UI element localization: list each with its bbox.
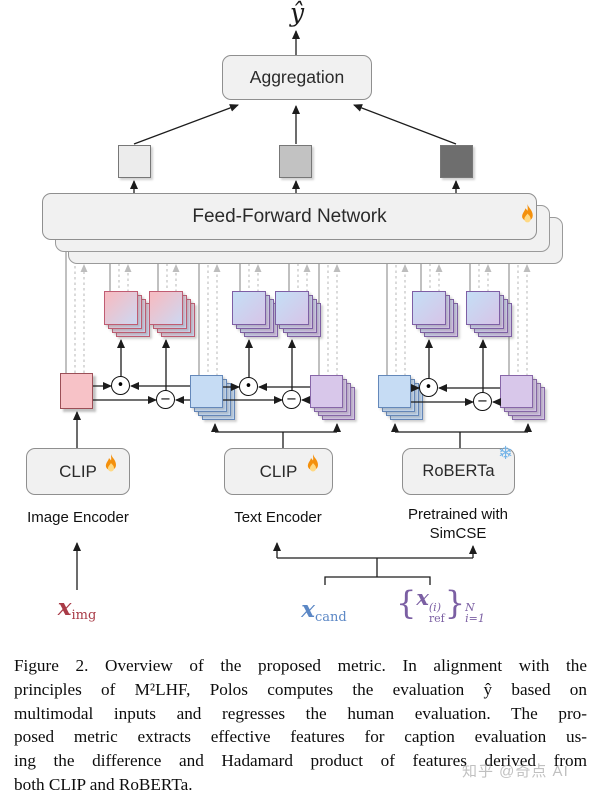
caption-line: multimodal inputs and regresses the huma…	[14, 703, 587, 723]
pooled-feature-mid	[279, 145, 312, 178]
encoder-sublabel-image: Image Encoder	[27, 509, 129, 526]
math-sub: img	[71, 608, 97, 624]
watermark: 知乎 @奇点 AI	[462, 763, 569, 780]
math-var: x	[301, 596, 315, 623]
encoder-name: RoBERTa	[422, 462, 495, 480]
feature-card	[275, 291, 309, 325]
pooled-feature-light	[118, 145, 151, 178]
hadamard-symbol: •	[116, 378, 125, 393]
image-feature-square	[60, 373, 93, 409]
output-label: ŷ	[289, 0, 305, 27]
hadamard-symbol: •	[244, 379, 253, 394]
math-sub: cand	[314, 610, 347, 626]
feature-card	[149, 291, 183, 325]
difference-symbol: −	[160, 392, 171, 407]
left-brace: {	[396, 584, 417, 622]
flame-icon	[105, 454, 116, 472]
feature-card	[378, 375, 411, 408]
encoder-sublabel-roberta: Pretrained with SimCSE	[388, 505, 528, 543]
encoder-name: CLIP	[259, 461, 298, 481]
caption-line: principles of M²LHF, Polos computes the …	[14, 679, 587, 699]
roberta-encoder-box: RoBERTa ❄	[402, 443, 515, 495]
hadamard-feature-stack-roberta	[412, 291, 458, 337]
feature-card	[310, 375, 343, 408]
math-var: x	[57, 594, 72, 621]
feature-card	[500, 375, 533, 408]
caption-line: ing the difference and Hadamard product …	[14, 751, 587, 771]
hadamard-feature-stack-img	[104, 291, 150, 337]
clip-image-encoder-box: CLIP	[26, 448, 130, 495]
difference-feature-stack-img	[149, 291, 195, 337]
feed-forward-network-box: Feed-Forward Network	[42, 193, 537, 240]
hadamard-feature-stack-text	[232, 291, 278, 337]
feature-card	[190, 375, 223, 408]
flame-icon	[307, 454, 318, 472]
set-upper-bound: N	[465, 601, 475, 614]
encoder-sublabel-text: Text Encoder	[234, 509, 322, 526]
aggregation-label: Aggregation	[249, 67, 345, 87]
clip-text-reference-stack	[310, 375, 356, 421]
figure-caption: Figure 2. Overview of the proposed metri…	[14, 654, 587, 797]
roberta-candidate-stack	[378, 375, 424, 421]
hadamard-symbol: •	[424, 380, 433, 395]
hadamard-op-text: •	[239, 377, 258, 396]
math-var: x	[416, 585, 429, 610]
right-brace: }	[444, 584, 466, 622]
difference-op-roberta: −	[473, 392, 492, 411]
ffn-label: Feed-Forward Network	[192, 205, 387, 227]
aggregation-box: Aggregation	[222, 55, 372, 100]
hadamard-op-roberta: •	[419, 378, 438, 397]
math-sup: (i)	[428, 601, 441, 614]
difference-symbol: −	[477, 394, 488, 409]
difference-op-text: −	[282, 390, 301, 409]
difference-op-img: −	[156, 390, 175, 409]
difference-feature-stack-text	[275, 291, 321, 337]
roberta-reference-stack	[500, 375, 546, 421]
feature-card	[466, 291, 500, 325]
flame-icon	[522, 204, 533, 223]
math-sub: ref	[428, 612, 445, 625]
feature-card	[104, 291, 138, 325]
feature-card	[412, 291, 446, 325]
pooled-feature-dark	[440, 145, 473, 178]
encoder-name: CLIP	[59, 461, 97, 481]
sublabel-line: SimCSE	[429, 525, 487, 542]
clip-text-encoder-box: CLIP	[224, 448, 333, 495]
snowflake-icon: ❄	[498, 443, 514, 464]
input-x-img: ximg	[40, 594, 114, 623]
feature-card	[232, 291, 266, 325]
caption-line: posed metric extracts effective features…	[14, 727, 587, 747]
difference-feature-stack-roberta	[466, 291, 512, 337]
set-lower-bound: i=1	[465, 612, 485, 625]
caption-line: both CLIP and RoBERTa.	[14, 774, 193, 794]
sublabel-line: Pretrained with	[407, 506, 509, 523]
hadamard-op-img: •	[111, 376, 130, 395]
clip-text-candidate-stack	[190, 375, 236, 421]
difference-symbol: −	[286, 392, 297, 407]
input-x-cand: xcand	[285, 596, 363, 625]
caption-line: Figure 2. Overview of the proposed metri…	[14, 656, 587, 675]
